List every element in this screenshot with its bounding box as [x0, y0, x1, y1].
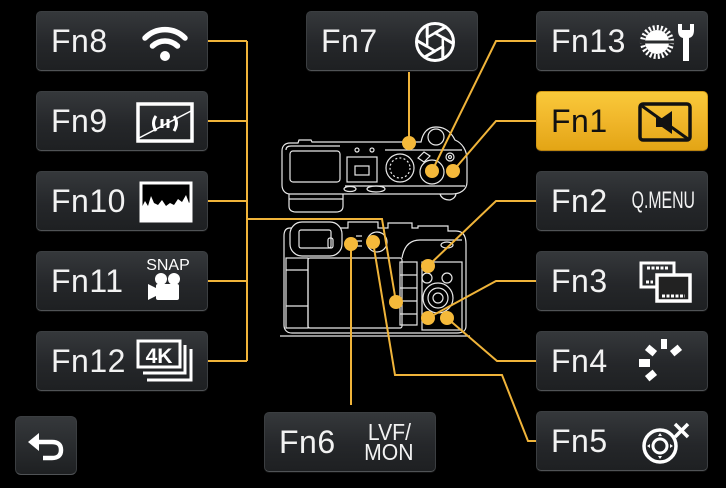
- histogram-icon: [135, 179, 195, 225]
- callout-dot-fn8-12: [389, 295, 403, 309]
- aperture-icon: [405, 19, 465, 65]
- fn11-button[interactable]: Fn11 SNAP: [36, 251, 208, 311]
- lvf-text: LVF/: [367, 419, 411, 445]
- fn7-button[interactable]: Fn7: [306, 11, 478, 71]
- fn12-label: Fn12: [51, 343, 126, 379]
- fn5-button[interactable]: Fn5: [536, 411, 708, 471]
- callout-dot-fn2: [421, 259, 435, 273]
- wireless-off-icon: [135, 99, 195, 145]
- fn5-label: Fn5: [551, 423, 608, 459]
- leader-line-fn4: [446, 317, 536, 362]
- fn4-button[interactable]: Fn4: [536, 331, 708, 391]
- fn3-label: Fn3: [551, 263, 608, 299]
- fn11-label: Fn11: [51, 263, 124, 299]
- camera-top-view: [281, 126, 468, 213]
- fn2-button[interactable]: Fn2 Q.MENU: [536, 171, 708, 231]
- callout-dot-fn4: [440, 311, 454, 325]
- leader-line-fn2: [427, 200, 536, 267]
- leader-line-left-bracket: [246, 41, 397, 361]
- fn4-label: Fn4: [551, 343, 608, 379]
- fn9-label: Fn9: [51, 103, 108, 139]
- callout-dot-fn1: [446, 164, 460, 178]
- fn2-label: Fn2: [551, 183, 608, 219]
- callout-dot-fn5: [366, 235, 380, 249]
- qmenu-text: Q.MENU: [631, 187, 695, 214]
- callout-dot-fn6: [344, 237, 358, 251]
- fn6-button[interactable]: Fn6 LVF/ MON: [264, 412, 436, 472]
- fn13-label: Fn13: [551, 23, 626, 59]
- leader-lines: [208, 40, 536, 442]
- fn6-label: Fn6: [279, 424, 336, 460]
- af-mode-icon: [635, 339, 695, 385]
- 4k-text: 4K: [146, 345, 173, 368]
- return-icon: [28, 433, 64, 461]
- leader-line-fn3: [427, 280, 536, 319]
- callout-dot-fn3: [421, 311, 435, 325]
- back-button[interactable]: [15, 416, 77, 475]
- fn13-button[interactable]: Fn13: [536, 11, 708, 71]
- camera-rear-view: [280, 221, 470, 337]
- fn8-label: Fn8: [51, 23, 108, 59]
- fn12-button[interactable]: Fn12 4K: [36, 331, 208, 391]
- callout-dots: [344, 136, 460, 325]
- callout-dot-fn7: [402, 136, 416, 150]
- fn3-button[interactable]: Fn3: [536, 251, 708, 311]
- 4k-photo-icon: 4K: [135, 339, 195, 385]
- fn1-button[interactable]: Fn1: [536, 91, 708, 151]
- fn9-button[interactable]: Fn9: [36, 91, 208, 151]
- focus-area-cancel-icon: [635, 419, 695, 465]
- gear-wrench-icon: [635, 19, 695, 65]
- mute-icon: [635, 99, 695, 145]
- callout-dot-fn13: [425, 164, 439, 178]
- fn10-label: Fn10: [51, 183, 126, 219]
- wifi-icon: [135, 19, 195, 65]
- playback-switch-icon: [635, 259, 695, 305]
- lvf-mon-function-text: LVF/ MON: [359, 413, 419, 471]
- fn8-button[interactable]: Fn8: [36, 11, 208, 71]
- fn7-label: Fn7: [321, 23, 378, 59]
- snap-movie-icon: SNAP: [135, 257, 195, 305]
- fn1-label: Fn1: [551, 103, 608, 139]
- leader-line-fn1: [452, 120, 536, 172]
- snap-text: SNAP: [146, 257, 190, 274]
- mon-text: MON: [364, 439, 414, 465]
- fn10-button[interactable]: Fn10: [36, 171, 208, 231]
- qmenu-function-text: Q.MENU: [599, 172, 695, 230]
